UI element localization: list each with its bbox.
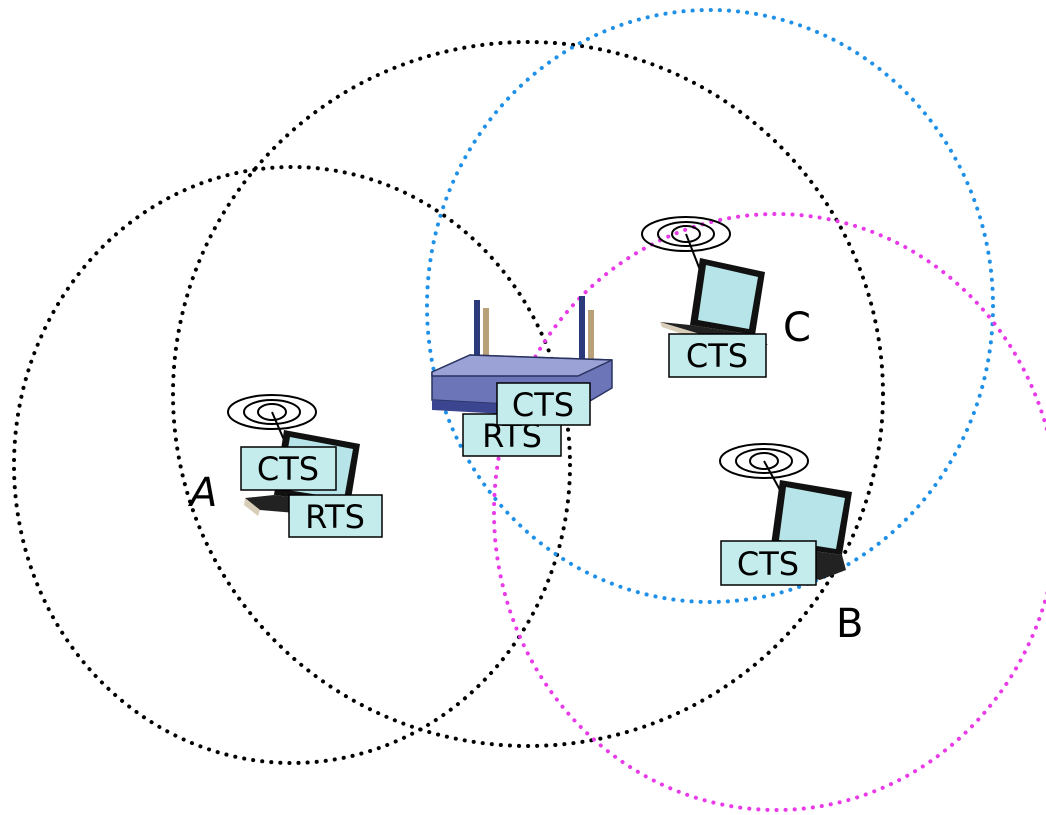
cts-box-c: CTS: [668, 333, 767, 378]
radio-waves-icon: [719, 443, 809, 491]
node-label-a: A: [187, 470, 217, 516]
svg-text:RTS: RTS: [305, 498, 365, 536]
cts-box-router: CTS: [496, 382, 591, 426]
laptop-icon: [641, 216, 768, 345]
range-circle-router: [171, 40, 885, 748]
svg-text:CTS: CTS: [686, 337, 748, 375]
cts-box-a: CTS: [240, 446, 337, 491]
radio-waves-icon: [227, 394, 317, 441]
range-circle-b: [492, 212, 1046, 812]
svg-text:CTS: CTS: [512, 386, 574, 424]
range-circle-a: [12, 165, 572, 765]
svg-text:CTS: CTS: [737, 545, 799, 583]
range-circle-c: [425, 8, 995, 604]
radio-waves-icon: [641, 216, 731, 271]
cts-box-b: CTS: [720, 540, 817, 586]
svg-text:CTS: CTS: [257, 450, 319, 488]
node-label-c: C: [783, 305, 811, 351]
node-label-b: B: [836, 601, 863, 647]
rts-box-a: RTS: [288, 494, 383, 538]
